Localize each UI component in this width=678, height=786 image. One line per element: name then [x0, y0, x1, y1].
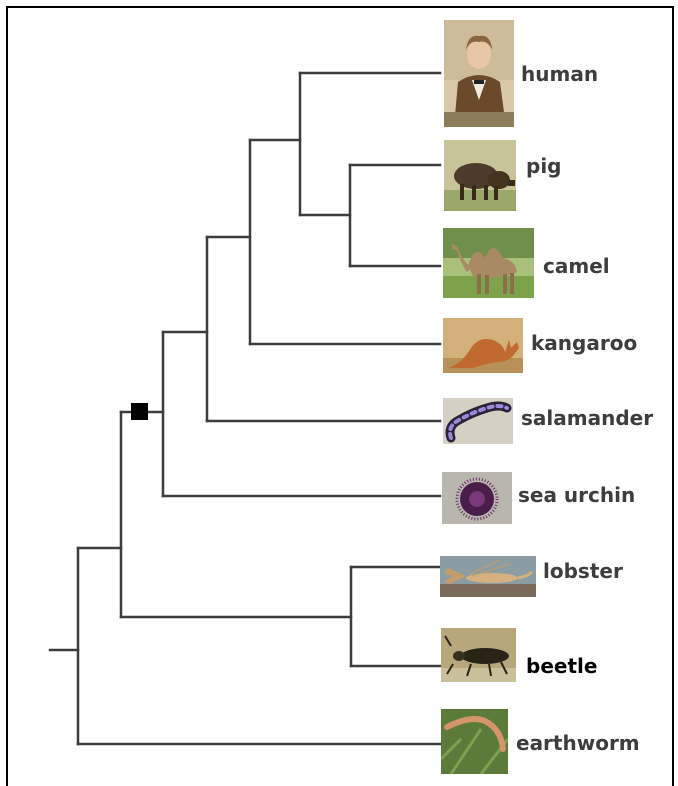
- beetle-icon: [441, 628, 516, 682]
- node-marker: [131, 403, 148, 420]
- earthworm-icon: [441, 709, 508, 774]
- taxon-label-camel: camel: [543, 254, 610, 278]
- camel-icon: [443, 228, 534, 298]
- taxon-label-kangaroo: kangaroo: [531, 331, 637, 355]
- taxon-label-salamander: salamander: [521, 406, 653, 430]
- taxon-label-sea-urchin: sea urchin: [518, 483, 635, 507]
- taxon-label-beetle: beetle: [526, 654, 597, 678]
- sea-urchin-icon: [442, 472, 512, 524]
- portrait-icon: [444, 20, 514, 127]
- taxon-label-pig: pig: [526, 154, 562, 178]
- kangaroo-icon: [443, 318, 523, 373]
- taxon-label-earthworm: earthworm: [516, 731, 640, 755]
- pig-icon: [444, 140, 516, 211]
- lobster-icon: [440, 556, 536, 597]
- taxon-label-lobster: lobster: [543, 559, 623, 583]
- taxon-label-human: human: [521, 62, 598, 86]
- salamander-icon: [443, 398, 513, 444]
